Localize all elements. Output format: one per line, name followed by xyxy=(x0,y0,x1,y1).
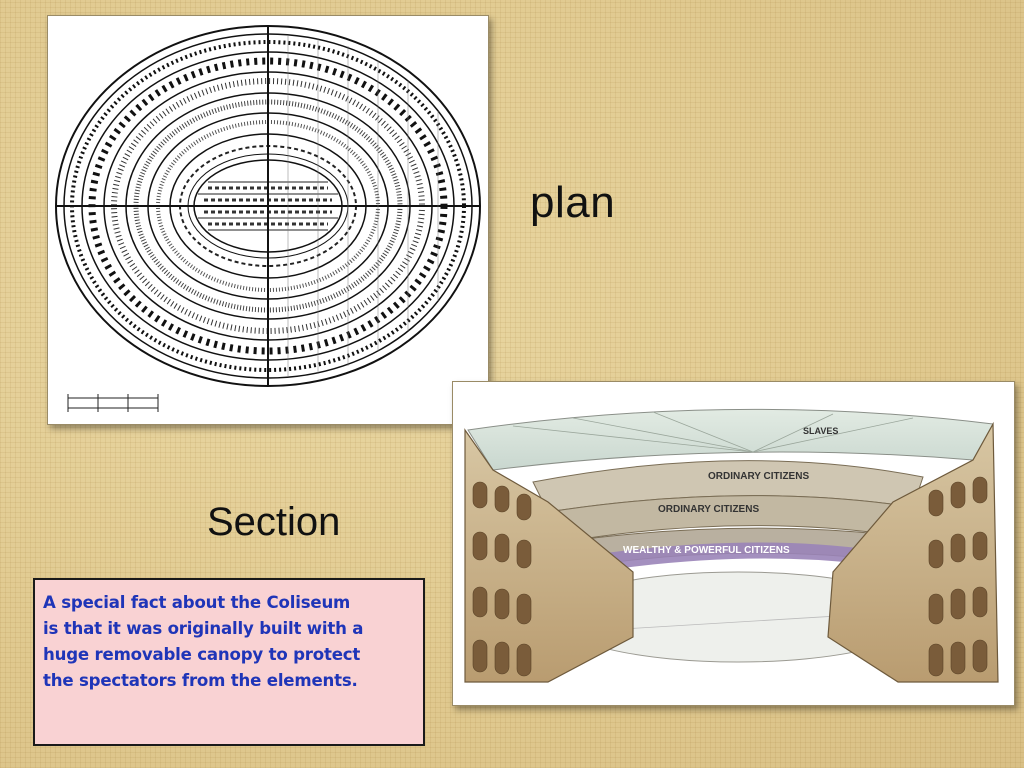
tier-label-ordinary-upper: ORDINARY CITIZENS xyxy=(708,471,809,482)
fact-line-2: is that it was originally built with a xyxy=(43,619,364,638)
fact-line-4: the spectators from the elements. xyxy=(43,671,358,690)
section-label: Section xyxy=(207,500,341,544)
fact-line-3: huge removable canopy to protect xyxy=(43,645,361,664)
tier-label-slaves: SLAVES xyxy=(803,426,838,436)
section-drawing: SLAVES ORDINARY CITIZENS ORDINARY CITIZE… xyxy=(464,408,999,683)
plan-drawing xyxy=(55,25,481,412)
tier-label-wealthy: WEALTHY & POWERFUL CITIZENS xyxy=(623,545,790,556)
plan-image xyxy=(47,15,489,425)
fact-line-1: A special fact about the Coliseum xyxy=(43,593,351,612)
fact-text-box: A special fact about the Coliseum is tha… xyxy=(33,578,425,746)
tier-label-ordinary-middle: ORDINARY CITIZENS xyxy=(658,504,759,515)
plan-label: plan xyxy=(530,178,616,227)
section-image: SLAVES ORDINARY CITIZENS ORDINARY CITIZE… xyxy=(452,381,1015,706)
